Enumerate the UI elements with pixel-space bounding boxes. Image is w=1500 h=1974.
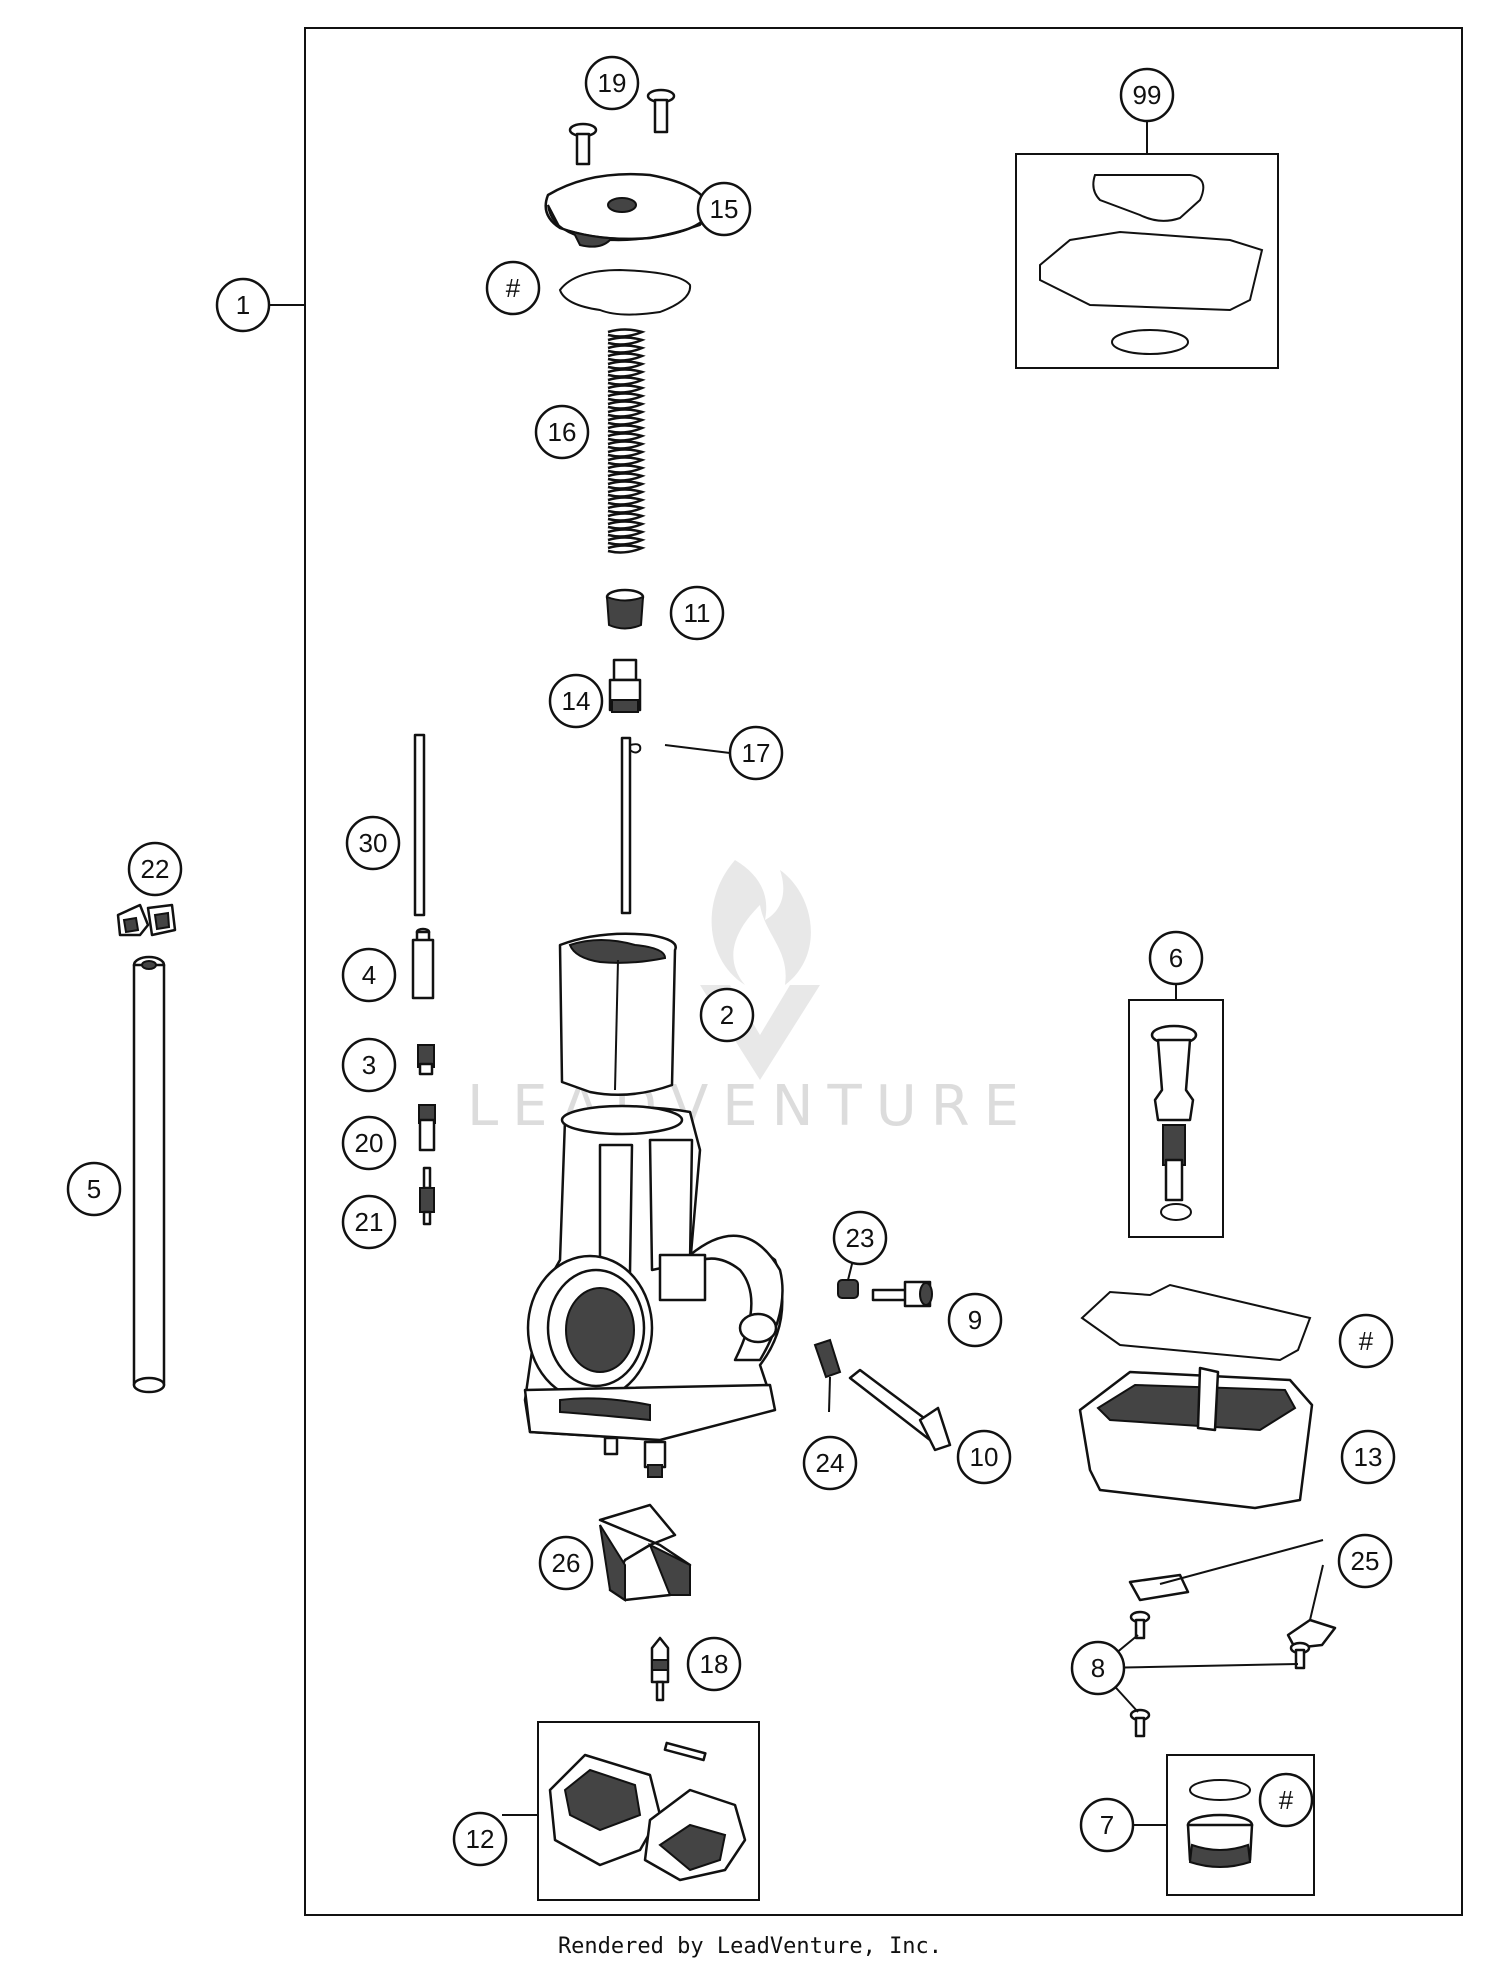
svg-text:23: 23 bbox=[846, 1223, 875, 1253]
svg-text:12: 12 bbox=[466, 1824, 495, 1854]
callout-13: 13 bbox=[1340, 1429, 1396, 1485]
carburetor-body bbox=[523, 1104, 784, 1478]
svg-text:15: 15 bbox=[710, 194, 739, 224]
svg-text:30: 30 bbox=[359, 828, 388, 858]
cover-screw-1 bbox=[568, 122, 598, 166]
svg-text:10: 10 bbox=[970, 1442, 999, 1472]
pilot-jet bbox=[418, 1104, 436, 1152]
watermark-text: LEADVENTURE bbox=[467, 1074, 1033, 1139]
callout-5: 5 bbox=[66, 1161, 122, 1217]
bowl-screw-3 bbox=[1129, 1708, 1151, 1738]
callout-21: 21 bbox=[341, 1194, 397, 1250]
svg-text:24: 24 bbox=[816, 1448, 845, 1478]
svg-text:26: 26 bbox=[552, 1548, 581, 1578]
svg-text:19: 19 bbox=[598, 68, 627, 98]
callout-16: 16 bbox=[534, 404, 590, 460]
float bbox=[598, 1503, 692, 1602]
needle-holder bbox=[608, 658, 642, 713]
idle-adjust-screw bbox=[871, 1280, 933, 1308]
svg-text:#: # bbox=[506, 273, 521, 303]
callout-3: 3 bbox=[341, 1037, 397, 1093]
throttle-spring bbox=[607, 328, 646, 554]
svg-text:14: 14 bbox=[562, 686, 591, 716]
bowl-screw-1 bbox=[1129, 1610, 1151, 1640]
svg-text:#: # bbox=[1359, 1326, 1374, 1356]
callout-8: 8 bbox=[1070, 1640, 1126, 1696]
throttle-slide bbox=[558, 932, 677, 1096]
callout-10: 10 bbox=[956, 1429, 1012, 1485]
main-jet bbox=[417, 1044, 435, 1076]
callout-22: 22 bbox=[127, 841, 183, 897]
top-cover-gasket bbox=[558, 268, 692, 316]
callout-24: 24 bbox=[802, 1435, 858, 1491]
callout-4: 4 bbox=[341, 947, 397, 1003]
callout-30: 30 bbox=[345, 815, 401, 871]
callout-6: 6 bbox=[1148, 930, 1204, 986]
float-bowl-gasket bbox=[1080, 1283, 1312, 1362]
callout-14: 14 bbox=[548, 673, 604, 729]
callout-15: 15 bbox=[696, 181, 752, 237]
idle-spring bbox=[837, 1279, 859, 1299]
callout-1: 1 bbox=[215, 277, 271, 333]
callout-26: 26 bbox=[538, 1535, 594, 1591]
svg-text:17: 17 bbox=[742, 738, 771, 768]
callout-19: 19 bbox=[584, 55, 640, 111]
needle-30 bbox=[413, 733, 426, 917]
float-kit-box bbox=[502, 1721, 760, 1901]
callout-12: 12 bbox=[452, 1811, 508, 1867]
air-screw-spring bbox=[813, 1338, 842, 1379]
svg-text:22: 22 bbox=[141, 854, 170, 884]
slide-seal bbox=[605, 588, 645, 630]
float-bowl bbox=[1078, 1366, 1314, 1510]
air-screw bbox=[848, 1368, 952, 1452]
vent-hose bbox=[132, 955, 166, 1394]
callout-25: 25 bbox=[1337, 1533, 1393, 1589]
assembly-frame bbox=[304, 27, 1463, 1916]
callout-20: 20 bbox=[341, 1115, 397, 1171]
svg-text:6: 6 bbox=[1169, 943, 1183, 973]
svg-text:2: 2 bbox=[720, 1000, 734, 1030]
svg-text:13: 13 bbox=[1354, 1442, 1383, 1472]
cover-screw-2 bbox=[646, 88, 676, 134]
callout-11: 11 bbox=[669, 585, 725, 641]
svg-text:25: 25 bbox=[1351, 1546, 1380, 1576]
float-needle bbox=[650, 1636, 670, 1702]
bowl-screw-2 bbox=[1289, 1641, 1311, 1670]
svg-text:4: 4 bbox=[362, 960, 376, 990]
starter-jet bbox=[419, 1166, 435, 1226]
svg-text:99: 99 bbox=[1133, 80, 1162, 110]
svg-text:5: 5 bbox=[87, 1174, 101, 1204]
callout-hash-bowl-gasket: # bbox=[1338, 1313, 1394, 1369]
svg-text:1: 1 bbox=[236, 290, 250, 320]
callout-18: 18 bbox=[686, 1636, 742, 1692]
svg-text:3: 3 bbox=[362, 1050, 376, 1080]
svg-text:18: 18 bbox=[700, 1649, 729, 1679]
callout-2: 2 bbox=[699, 987, 755, 1043]
svg-text:21: 21 bbox=[355, 1207, 384, 1237]
gasket-kit-box bbox=[1015, 117, 1279, 369]
svg-text:16: 16 bbox=[548, 417, 577, 447]
callout-9: 9 bbox=[947, 1292, 1003, 1348]
drain-plug-box bbox=[1133, 1754, 1315, 1896]
svg-text:#: # bbox=[1279, 1785, 1294, 1815]
svg-text:8: 8 bbox=[1091, 1653, 1105, 1683]
svg-text:11: 11 bbox=[684, 598, 711, 628]
callout-17: 17 bbox=[728, 725, 784, 781]
carburetor-top-cover bbox=[544, 172, 712, 248]
needle-jet bbox=[411, 927, 435, 1000]
jet-needle bbox=[620, 736, 642, 915]
choke-plunger-box bbox=[1128, 967, 1224, 1238]
callout-23: 23 bbox=[832, 1210, 888, 1266]
callout-hash-plug-gasket: # bbox=[1258, 1772, 1314, 1828]
hose-clips bbox=[116, 903, 177, 937]
svg-text:7: 7 bbox=[1100, 1810, 1114, 1840]
callout-hash-top-gasket: # bbox=[485, 260, 541, 316]
footer-credit: Rendered by LeadVenture, Inc. bbox=[557, 1934, 943, 1959]
callout-99: 99 bbox=[1119, 67, 1175, 123]
watermark: LEADVENTURE bbox=[467, 860, 1033, 1139]
callout-7: 7 bbox=[1079, 1797, 1135, 1853]
svg-text:9: 9 bbox=[968, 1305, 982, 1335]
svg-text:20: 20 bbox=[355, 1128, 384, 1158]
